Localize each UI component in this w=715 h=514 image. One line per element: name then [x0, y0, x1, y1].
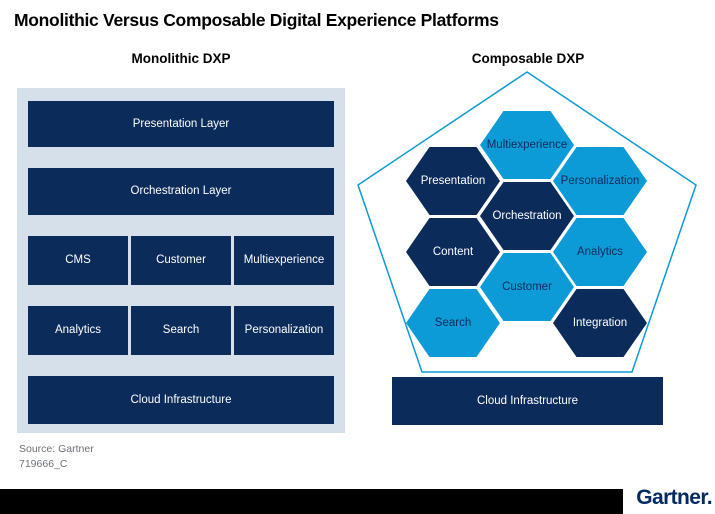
box-customer: Customer — [131, 236, 231, 285]
monolithic-row-orchestration: Orchestration Layer — [28, 168, 334, 215]
bottom-black-bar — [0, 489, 623, 514]
figure-title: Monolithic Versus Composable Digital Exp… — [14, 10, 499, 30]
box-presentation-layer: Presentation Layer — [28, 101, 334, 147]
box-analytics: Analytics — [28, 306, 128, 355]
monolithic-row-modules-1: CMS Customer Multiexperience — [28, 236, 334, 285]
column-header-monolithic: Monolithic DXP — [131, 51, 231, 66]
hexagon-personalization: Personalization — [553, 147, 647, 215]
monolithic-panel: Presentation Layer Orchestration Layer C… — [17, 88, 345, 433]
pentagon-outline — [357, 71, 697, 373]
column-header-composable: Composable DXP — [471, 51, 585, 66]
monolithic-row-presentation: Presentation Layer — [28, 101, 334, 147]
monolithic-row-cloud: Cloud Infrastructure — [28, 376, 334, 424]
hexagon-analytics: Analytics — [553, 218, 647, 286]
figure-id: 719666_C — [19, 458, 68, 470]
source-text: Source: Gartner — [19, 443, 94, 455]
pentagon-shape — [357, 71, 697, 373]
hexagon-integration: Integration — [553, 289, 647, 357]
box-cloud-infrastructure: Cloud Infrastructure — [28, 376, 334, 424]
composable-cloud-infrastructure-box: Cloud Infrastructure — [392, 377, 663, 425]
box-search: Search — [131, 306, 231, 355]
box-personalization: Personalization — [234, 306, 334, 355]
monolithic-row-modules-2: Analytics Search Personalization — [28, 306, 334, 355]
box-cms: CMS — [28, 236, 128, 285]
box-multiexperience: Multiexperience — [234, 236, 334, 285]
box-orchestration-layer: Orchestration Layer — [28, 168, 334, 215]
gartner-logo: Gartner. — [636, 486, 712, 509]
